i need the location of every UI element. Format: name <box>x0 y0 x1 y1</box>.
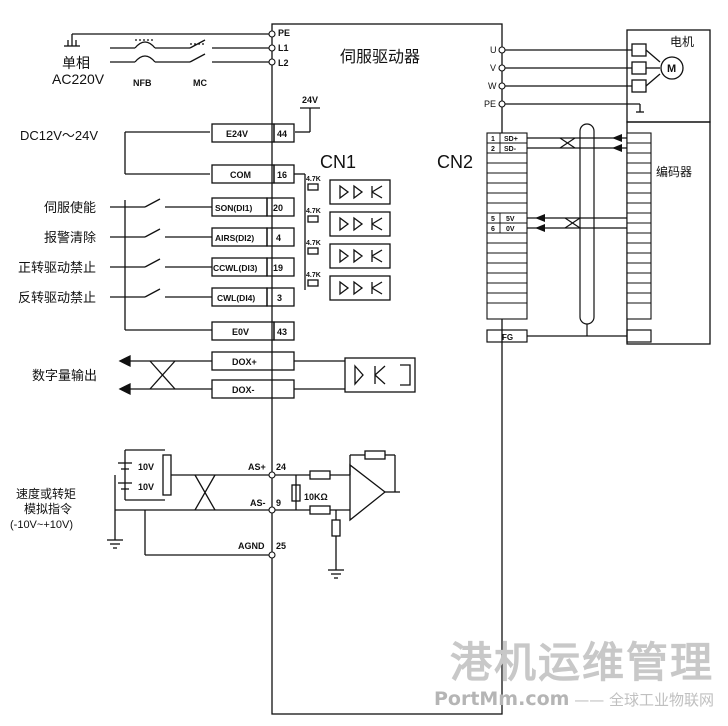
motor-pe: PE <box>484 99 496 109</box>
digital-output-label: 数字量输出 <box>32 368 97 383</box>
enc-pin-1: 1 <box>491 136 495 143</box>
dc-range-label: DC12V～24V <box>20 128 98 143</box>
single-phase-label: 单相 <box>62 55 90 71</box>
supply-24v-label: 24V <box>302 95 318 105</box>
fg-label: FG <box>502 333 513 342</box>
as-minus-pin: 9 <box>276 498 281 508</box>
input-cw-inhibit: 反转驱动禁止 <box>18 290 96 305</box>
resistor-label-2: 4.7K <box>306 208 321 215</box>
motor-symbol: M <box>667 63 676 75</box>
motor-icon <box>660 56 684 80</box>
dox-plus-label: DOX+ <box>232 357 257 367</box>
cn1-label-airs: AIRS(DI2) <box>215 233 254 243</box>
resistor-label-4: 4.7K <box>306 272 321 279</box>
cn1-label-cwl: CWL(DI4) <box>217 293 255 303</box>
enc-pin-5: 5 <box>491 216 495 223</box>
fg-right <box>626 329 652 343</box>
enc-pin-6: 6 <box>491 226 495 233</box>
terminal-l1: L1 <box>278 43 289 53</box>
watermark: 港机运维管理 PortMm.com —— 全球工业物联网 <box>434 638 714 711</box>
analog-resistor: 10KΩ <box>304 492 328 502</box>
drive-title: 伺服驱动器 <box>340 48 420 66</box>
input-ccw-inhibit: 正转驱动禁止 <box>18 260 96 275</box>
input-servo-enable: 伺服使能 <box>44 200 96 215</box>
motor-w: W <box>488 81 497 91</box>
agnd-label: AGND <box>238 541 265 551</box>
drive-box <box>271 23 503 715</box>
as-plus-label: AS+ <box>248 462 266 472</box>
cn1-label-e0v: E0V <box>232 327 249 337</box>
ground-icon <box>64 34 80 47</box>
terminal-l2: L2 <box>278 58 289 68</box>
cn2-label: CN2 <box>437 152 473 172</box>
motor-v: V <box>490 63 496 73</box>
encoder-title: 编码器 <box>656 164 692 179</box>
enc-label-sd-plus: SD+ <box>504 136 518 143</box>
output-optocoupler <box>344 357 416 393</box>
resistor-label-3: 4.7K <box>306 240 321 247</box>
watermark-site: PortMm.com <box>433 688 570 710</box>
analog-label-1: 速度或转矩 <box>16 486 76 501</box>
watermark-title: 港机运维管理 <box>449 638 714 687</box>
cn1-num-20: 20 <box>273 203 283 213</box>
motor-title: 电机 <box>670 35 694 49</box>
dox-minus-label: DOX- <box>232 385 255 395</box>
cn1-label-son: SON(DI1) <box>215 203 252 213</box>
enc-label-sd-minus: SD- <box>504 146 517 153</box>
cn1-num-43: 43 <box>277 327 287 337</box>
input-alarm-clear: 报警清除 <box>44 230 96 245</box>
analog-label-2: 模拟指令 <box>24 501 72 516</box>
cn1-num-44: 44 <box>277 129 287 139</box>
terminal-pe: PE <box>278 28 290 38</box>
motor-u: U <box>490 45 497 55</box>
cn1-num-4: 4 <box>276 233 281 243</box>
cn1-label-ccwl: CCWL(DI3) <box>213 263 258 273</box>
cn1-label-com: COM <box>230 170 251 180</box>
op-amp <box>349 463 387 522</box>
enc-pin-2: 2 <box>491 146 495 153</box>
agnd-pin: 25 <box>276 541 286 551</box>
analog-label-3: (-10V~+10V) <box>10 519 73 531</box>
cn1-num-3: 3 <box>277 293 282 303</box>
as-minus-label: AS- <box>250 498 266 508</box>
cn1-label-e24v: E24V <box>226 129 248 139</box>
enc-label-0v: 0V <box>506 226 515 233</box>
as-plus-pin: 24 <box>276 462 286 472</box>
cn1-num-16: 16 <box>277 170 287 180</box>
cable-shield <box>579 123 595 325</box>
nfb-label: NFB <box>133 78 152 88</box>
resistor-label-1: 4.7K <box>306 176 321 183</box>
watermark-subtitle: PortMm.com —— 全球工业物联网 <box>434 688 714 710</box>
analog-v2: 10V <box>138 482 154 492</box>
ac-voltage-label: AC220V <box>52 71 105 87</box>
input-optocouplers <box>307 179 391 301</box>
mc-label: MC <box>193 78 207 88</box>
cn2-connector <box>486 132 528 320</box>
cn1-num-19: 19 <box>273 263 283 273</box>
analog-v1: 10V <box>138 462 154 472</box>
watermark-tagline: —— 全球工业物联网 <box>574 691 714 709</box>
cn1-label: CN1 <box>320 152 356 172</box>
enc-label-5v: 5V <box>506 216 515 223</box>
